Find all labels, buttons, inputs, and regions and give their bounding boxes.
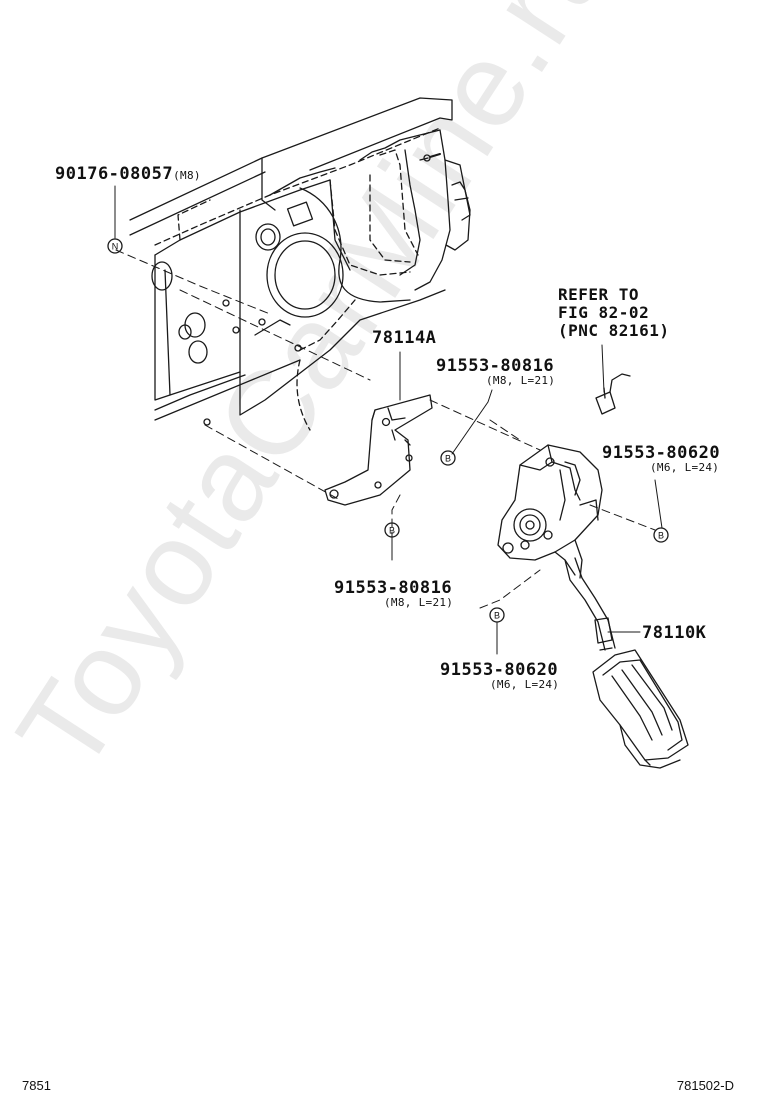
part-number-78110k: 78110K [642,623,707,643]
part-number-90176-08057: 90176-08057 [55,164,174,184]
b-marker: B [389,526,395,536]
part-number-91553-80620-right: 91553-80620 [602,443,721,463]
refer-line-1: REFER TO [558,285,640,304]
part-number-91553-80620-bottom: 91553-80620 [440,660,559,680]
part-number-78114a: 78114A [372,328,437,348]
part-spec-bottom-2: (M6, L=24) [490,678,560,691]
b-marker-circle-2 [384,522,400,538]
footer-left-code: 7851 [22,1078,51,1093]
n-marker-circle [107,238,123,254]
pedal-arm-78110k [564,557,689,769]
part-label-90176: 90176-08057(M8) [55,164,201,184]
refer-line-3: (PNC 82161) [558,321,670,340]
refer-note: REFER TO FIG 82-02 (PNC 82161) [558,286,669,340]
bracket-78114a [324,394,433,506]
part-number-91553-80816-top: 91553-80816 [436,356,555,376]
b-marker-circle-4 [489,607,505,623]
part-spec-m8: (M8) [173,169,201,182]
refer-line-2: FIG 82-02 [558,303,650,322]
b-marker: B [445,454,451,464]
b-marker: B [494,611,500,621]
panel-hidden-lines [154,127,441,431]
footer-right-code: 781502-D [676,1078,734,1093]
b-marker: B [658,531,664,541]
b-marker-circle-3 [653,527,669,543]
part-spec-top: (M8, L=21) [486,374,556,387]
b-marker-circle-1 [440,450,456,466]
harness-connector [595,373,631,415]
n-marker: N [112,242,119,252]
assembly-lines [115,249,656,609]
leader-lines [114,185,663,655]
dash-panel [129,97,471,426]
part-spec-right: (M6, L=24) [650,461,720,474]
part-spec-bottom: (M8, L=21) [384,596,454,609]
pedal-sensor-housing [497,444,603,579]
part-number-91553-80816-bottom: 91553-80816 [334,578,453,598]
